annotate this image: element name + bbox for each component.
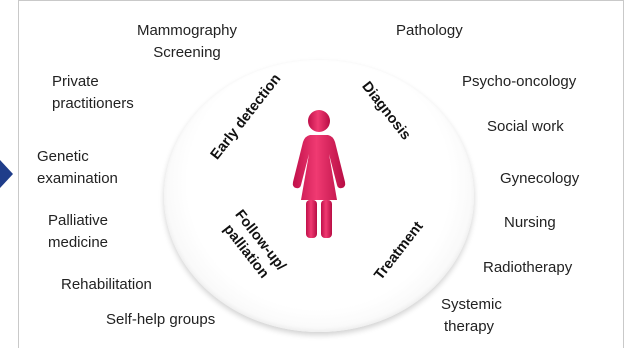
label-mammography-line1: Mammography <box>136 22 238 39</box>
label-rehabilitation: Rehabilitation <box>61 276 152 293</box>
diagram-frame <box>18 0 624 348</box>
arrow-right-icon <box>0 160 13 188</box>
label-mammography-screening: Mammography Screening <box>122 20 252 64</box>
label-private-line2: practitioners <box>52 95 134 112</box>
label-palliative-line1: Palliative <box>48 212 109 229</box>
label-nursing: Nursing <box>504 214 556 231</box>
label-systemic-line2: therapy <box>444 318 495 335</box>
label-gynecology: Gynecology <box>500 170 580 187</box>
label-palliative-line2: medicine <box>48 234 109 251</box>
woman-figure-icon <box>292 110 346 238</box>
label-genetic-line2: examination <box>37 170 118 187</box>
label-private-practitioners: Private practitioners <box>52 71 134 115</box>
label-systemic-line1: Systemic <box>441 296 502 313</box>
label-mammography-line2: Screening <box>153 44 221 61</box>
label-private-line1: Private <box>52 73 99 90</box>
label-palliative-medicine: Palliative medicine <box>48 210 108 254</box>
label-pathology: Pathology <box>396 22 463 39</box>
label-genetic-line1: Genetic <box>37 148 89 165</box>
label-psycho-oncology: Psycho-oncology <box>462 73 577 90</box>
label-radiotherapy: Radiotherapy <box>483 259 573 276</box>
label-genetic-examination: Genetic examination <box>37 146 118 190</box>
label-self-help-groups: Self-help groups <box>106 311 216 328</box>
label-systemic-therapy: Systemic therapy <box>441 294 502 338</box>
label-social-work: Social work <box>487 118 564 135</box>
